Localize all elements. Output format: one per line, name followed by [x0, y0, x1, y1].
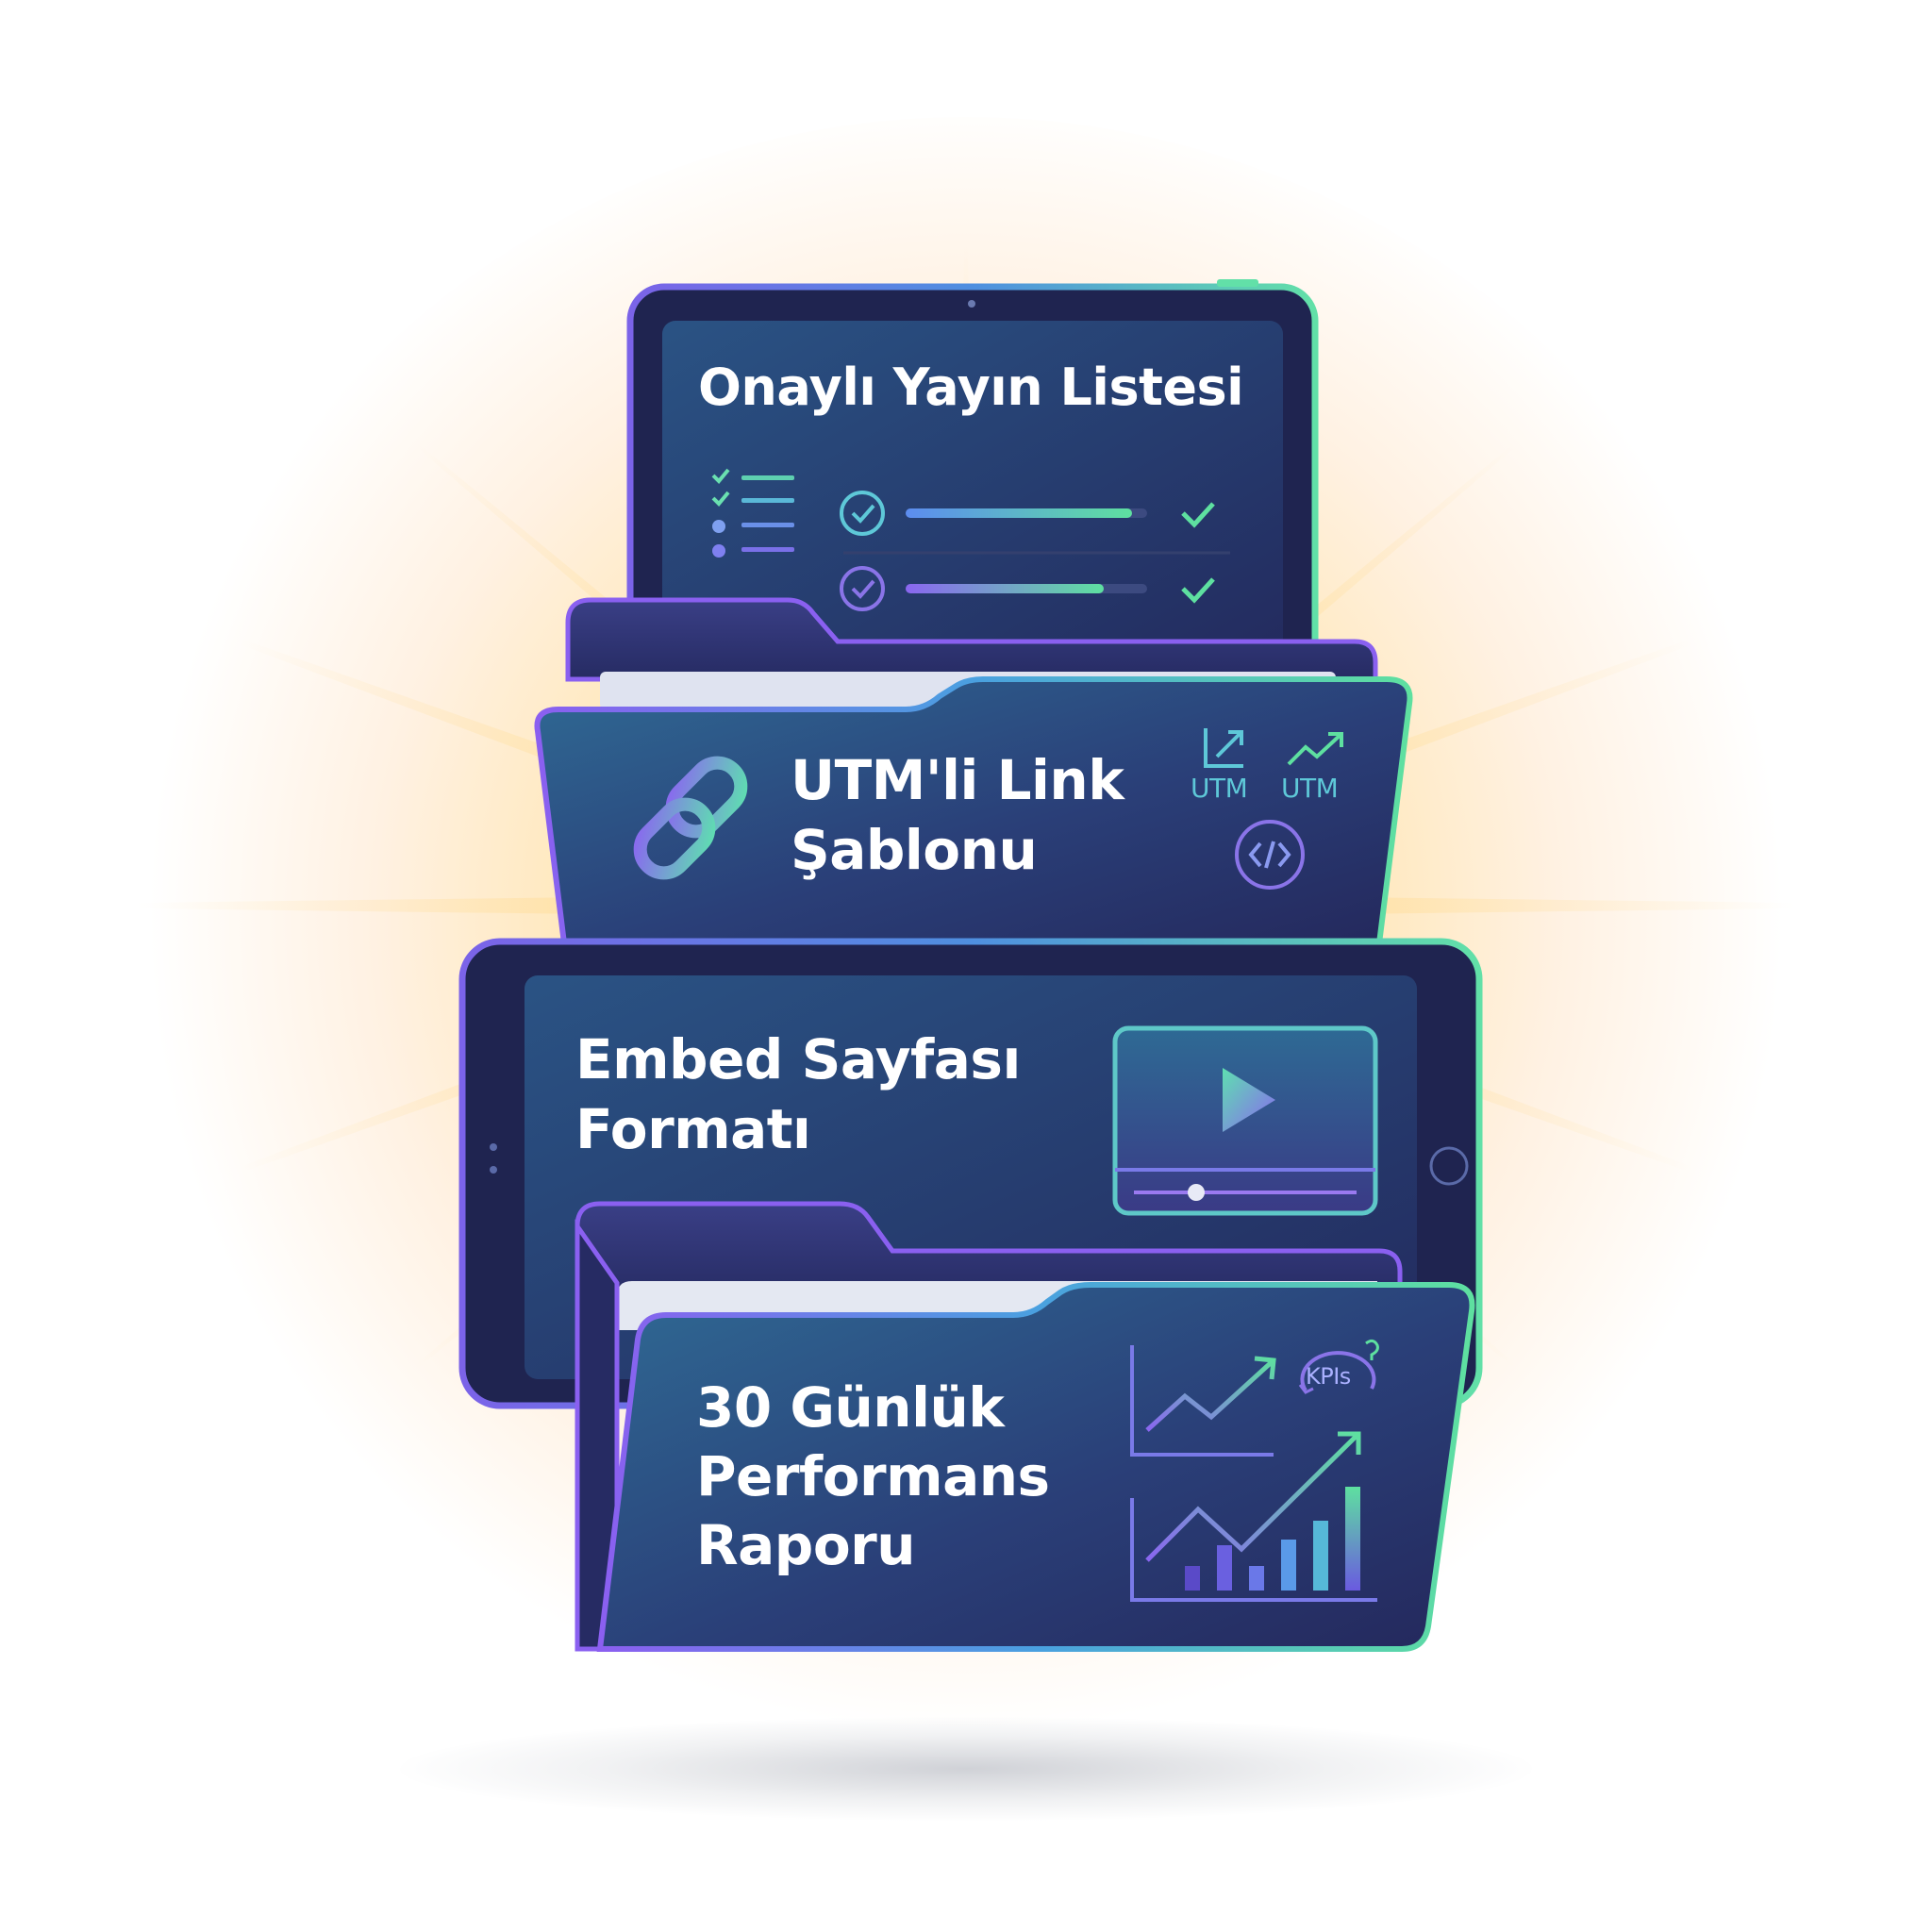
card-title-embed-line1: Embed Sayfası [575, 1027, 1021, 1091]
card-title-utm-line2: Şablonu [791, 818, 1038, 883]
floor-shadow [400, 1717, 1532, 1821]
trend-up-icon [1287, 732, 1343, 766]
card-title-report: 30 Günlük Performans Raporu [696, 1374, 1050, 1580]
card-title-report-line3: Raporu [696, 1513, 916, 1578]
code-icon [1235, 820, 1305, 890]
kpi-badge-icon [1298, 1339, 1379, 1394]
video-player-icon[interactable] [1109, 1023, 1383, 1223]
card-title-embed-line2: Formatı [575, 1097, 811, 1162]
utm-badge-a: UTM [1191, 773, 1248, 804]
card-title-embed: Embed Sayfası Formatı [575, 1024, 1021, 1164]
external-link-icon [1204, 728, 1243, 768]
link-chain-icon [633, 756, 748, 880]
card-title-utm-line1: UTM'li Link [791, 748, 1124, 812]
kpi-badge-label: KPIs [1306, 1363, 1351, 1390]
card-title-utm-link: UTM'li Link Şablonu [791, 745, 1124, 885]
card-title-report-line2: Performans [696, 1444, 1050, 1509]
growth-chart-icon [1130, 1345, 1377, 1602]
utm-badge-b: UTM [1281, 773, 1339, 804]
card-title-report-line1: 30 Günlük [696, 1375, 1005, 1440]
checklist-icon [711, 468, 1230, 611]
card-title-approved-list: Onaylı Yayın Listesi [698, 358, 1244, 417]
